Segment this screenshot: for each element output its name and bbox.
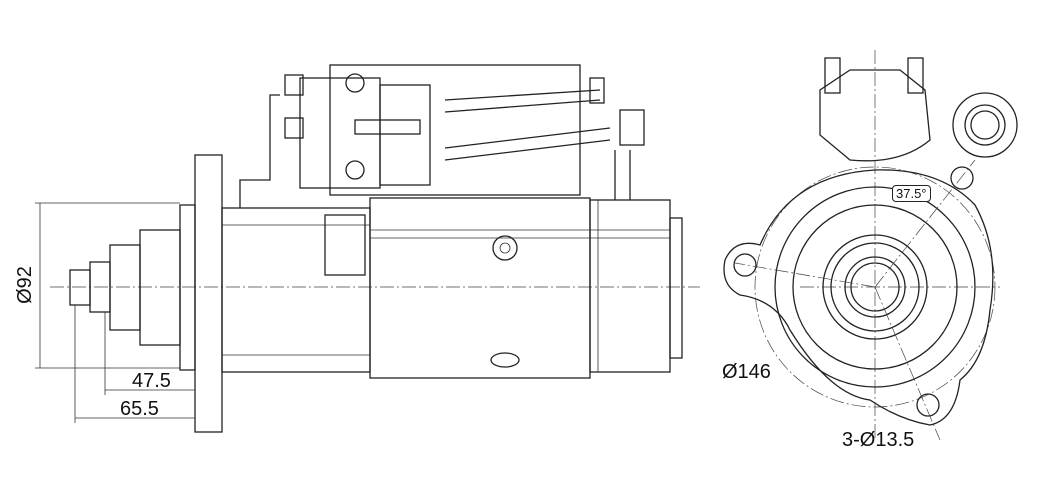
drive-housing [221, 207, 371, 373]
end-view [723, 50, 1018, 441]
end-cap [589, 199, 683, 373]
diameter-92-label: Ø92 [13, 266, 36, 304]
angle-37-5-label: 37.5° [892, 185, 931, 202]
bolt-circle-label: Ø146 [722, 361, 771, 383]
solenoid [239, 64, 645, 208]
mount-hole [916, 393, 940, 417]
mounting-flange [194, 154, 223, 433]
length-65-5-label: 65.5 [120, 398, 159, 420]
mount-hole [733, 253, 757, 277]
length-47-5-label: 47.5 [132, 370, 171, 392]
mount-hole [950, 166, 974, 190]
mount-holes-label: 3-Ø13.5 [842, 429, 915, 451]
pinion-nose [69, 204, 196, 371]
dimension-lines [35, 202, 195, 423]
motor-body [369, 197, 670, 379]
